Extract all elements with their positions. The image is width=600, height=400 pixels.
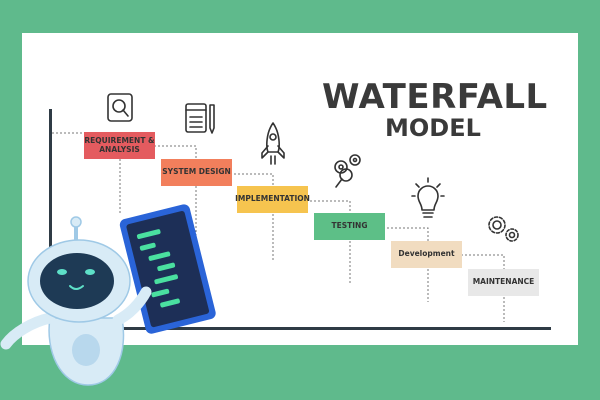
step-label: Development <box>398 249 455 259</box>
step-maintenance: MAINTENANCE <box>468 269 539 296</box>
step-label: TESTING <box>331 221 368 231</box>
robot-arm-right <box>112 286 152 326</box>
robot <box>0 216 152 386</box>
connector <box>150 145 197 158</box>
connectors <box>52 132 505 322</box>
robot-eye-right <box>85 269 95 275</box>
step-label: MAINTENANCE <box>472 277 535 287</box>
robot-eye-left <box>57 269 67 275</box>
step-label: REQUIREMENT & ANALYSIS <box>84 136 155 154</box>
connector <box>226 173 274 186</box>
connector <box>302 200 351 214</box>
robot-smile <box>69 285 84 290</box>
lightbulb-icon <box>411 177 445 218</box>
step-implementation: IMPLEMENTATION <box>235 186 310 213</box>
step-label: SYSTEM DESIGN <box>162 167 231 177</box>
gears-magnifier-icon <box>334 154 361 188</box>
vertical-axis <box>49 109 52 331</box>
rocket-icon <box>261 122 285 165</box>
magnifier-document-icon <box>107 93 133 122</box>
step-label: IMPLEMENTATION <box>235 194 310 204</box>
robot-arm-left <box>0 312 56 350</box>
step-requirement: REQUIREMENT & ANALYSIS <box>84 132 155 159</box>
connector <box>379 227 429 241</box>
tablet-code-lines <box>136 229 180 308</box>
step-system-design: SYSTEM DESIGN <box>161 159 232 186</box>
robot-visor <box>40 253 114 309</box>
horizontal-axis <box>49 327 551 330</box>
title-line-2: MODEL <box>385 114 481 142</box>
step-testing: TESTING <box>314 213 385 240</box>
connector <box>457 254 505 269</box>
antenna <box>70 216 82 228</box>
title-line-1: WATERFALL <box>322 77 548 117</box>
step-development: Development <box>391 241 462 268</box>
gears-icon <box>488 216 519 242</box>
notepad-pencil-icon <box>185 103 215 134</box>
